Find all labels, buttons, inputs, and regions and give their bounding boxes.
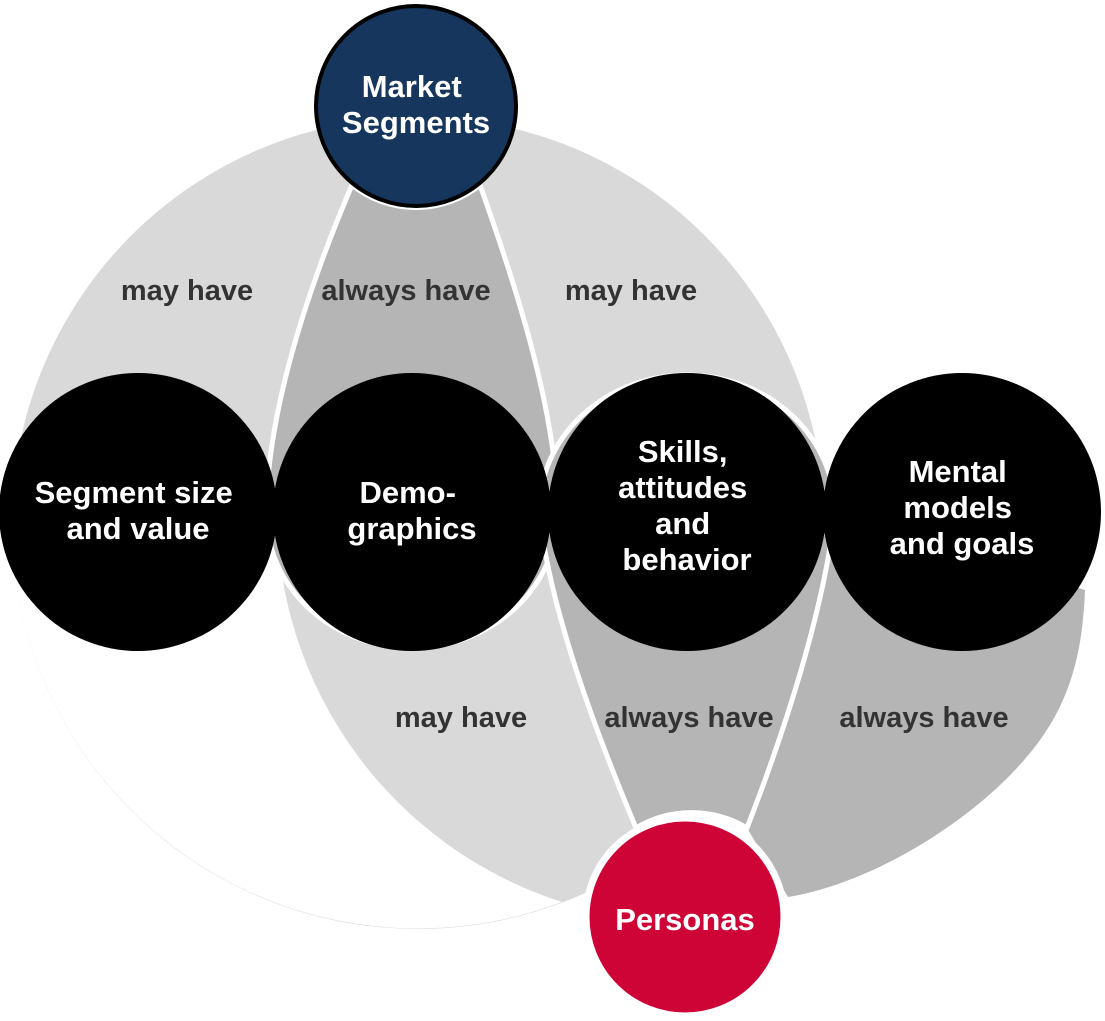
relation-label-top-may-have-left: may have: [121, 275, 253, 307]
relation-label-bottom-always-have-left: always have: [604, 702, 773, 734]
attribute-circle-demographics: [273, 373, 551, 651]
market-segments-label: Market Segments: [342, 69, 490, 140]
attribute-circle-mental-models: [823, 373, 1101, 651]
skills-label: Skills, attitudes and behavior: [618, 434, 756, 577]
market-segments-circle: [314, 4, 518, 208]
personas-circle: [582, 814, 788, 1020]
attribute-circle-skills: [548, 373, 826, 651]
demographics-label: Demo- graphics: [347, 475, 476, 546]
mental-models-label: Mental models and goals: [890, 454, 1035, 561]
attribute-circle-segment-size: [0, 373, 277, 651]
personas-label: Personas: [615, 902, 755, 937]
relation-label-bottom-may-have: may have: [395, 702, 527, 734]
relation-label-top-may-have-right: may have: [565, 275, 697, 307]
relation-label-bottom-always-have-right: always have: [839, 702, 1008, 734]
relation-label-top-always-have: always have: [321, 275, 490, 307]
segment-size-label: Segment size and value: [35, 475, 242, 546]
